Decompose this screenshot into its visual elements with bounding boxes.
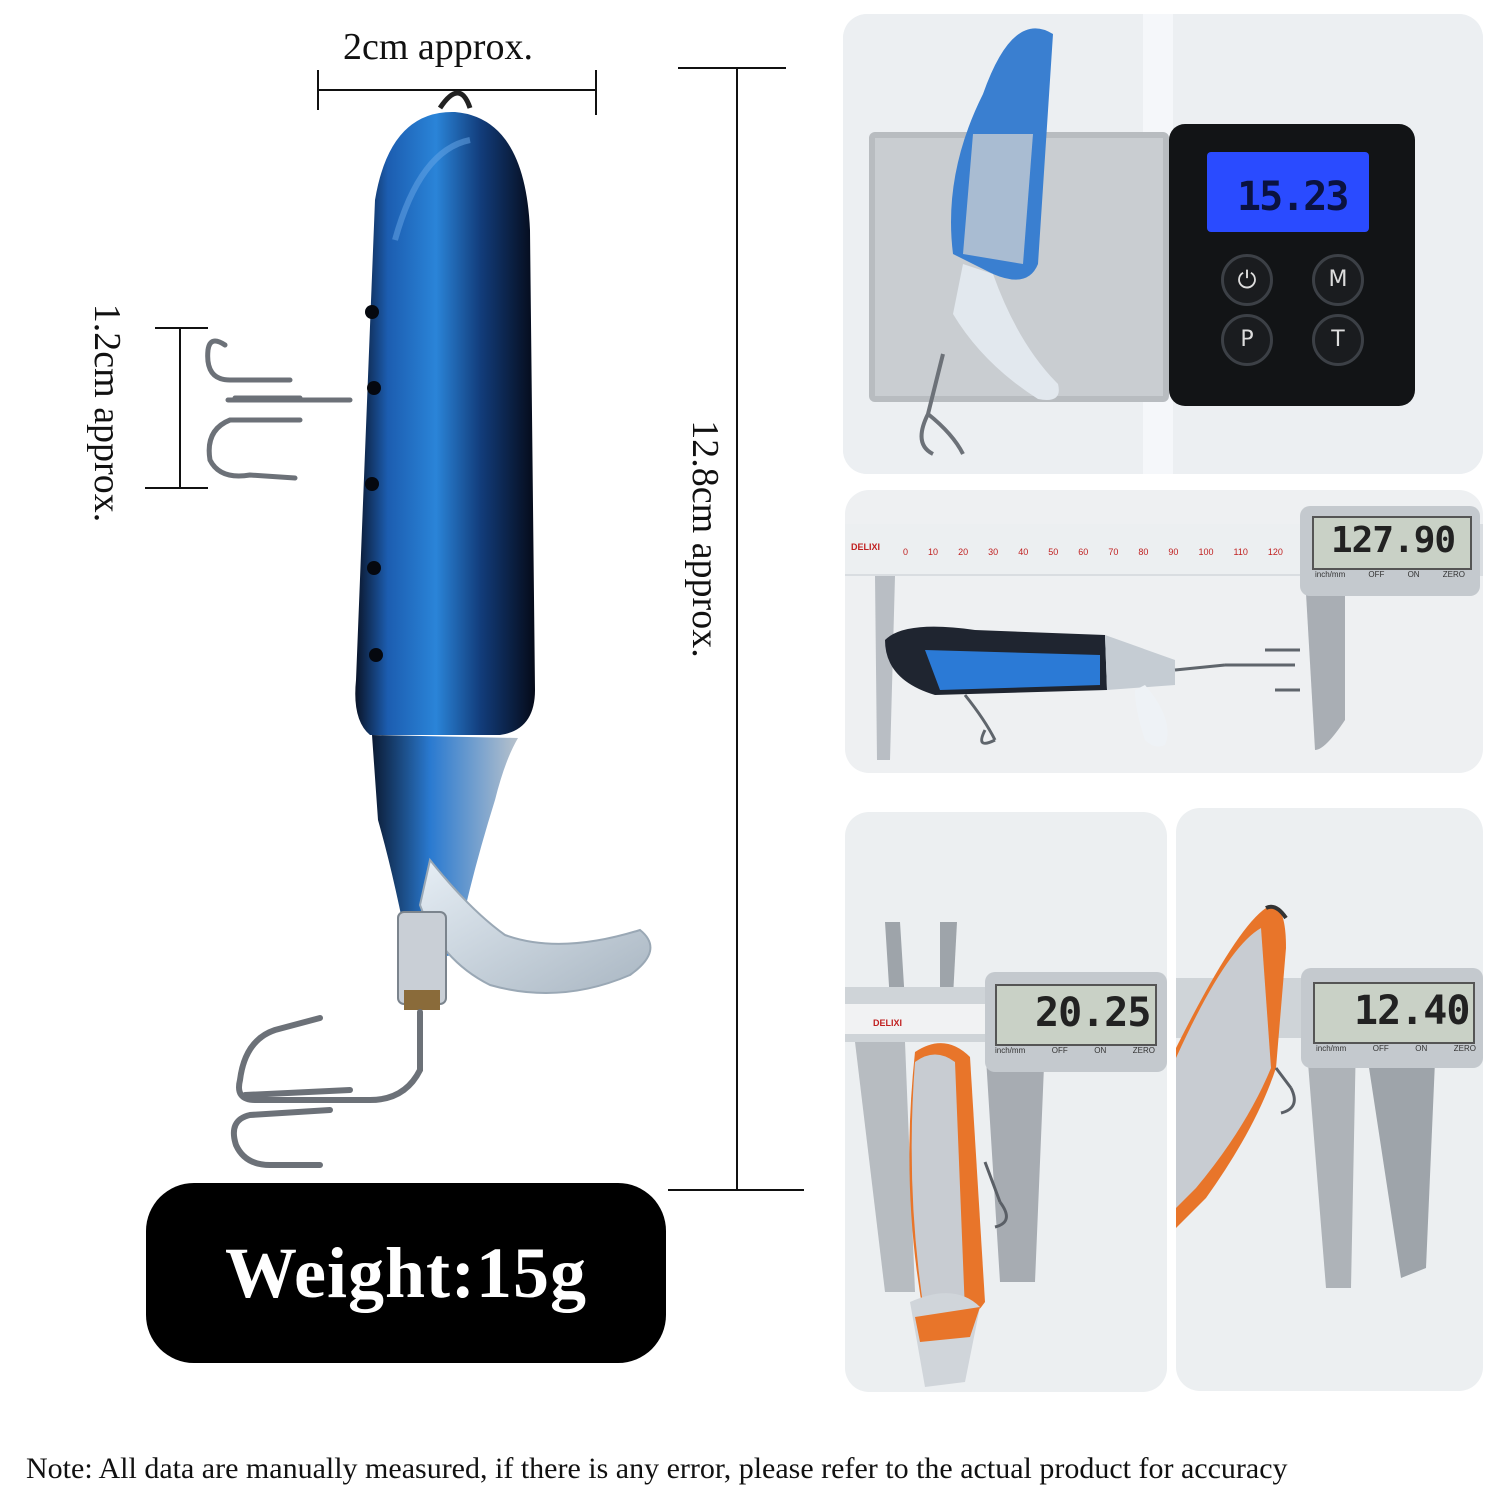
caliper-height-panel: 12.40 inch/mm OFF ON ZERO <box>1176 808 1483 1391</box>
ruler-tick: 110 <box>1233 547 1248 557</box>
ruler-tick: 70 <box>1108 547 1119 557</box>
caliper-button-label: ON <box>1415 1044 1428 1053</box>
caliper-button-label: OFF <box>1368 570 1385 579</box>
caliper-length-brand: DELIXI <box>851 542 881 552</box>
length-dimension-label: 12.8cm approx. <box>684 420 726 658</box>
scale-lure <box>919 28 1059 456</box>
ruler-tick: 80 <box>1138 547 1149 557</box>
ruler-tick: 50 <box>1048 547 1059 557</box>
caliper-length-lcd <box>1312 516 1472 570</box>
caliper-width-brand: DELIXI <box>873 1018 903 1028</box>
scale-power-button: ⏻ <box>1221 254 1273 306</box>
scale-reading: 15.23 <box>1237 174 1349 220</box>
caliper-button-label: inch/mm <box>995 1046 1026 1055</box>
caliper-height-buttons: inch/mm OFF ON ZERO <box>1316 1044 1476 1053</box>
caliper-width-reading: 20.25 <box>1035 990 1151 1036</box>
caliper-button-label: inch/mm <box>1315 570 1346 579</box>
rear-hook-icon <box>230 1009 423 1168</box>
scale-photo-panel: 15.23 ⏻ M P T <box>843 14 1483 474</box>
scale-photo <box>843 14 1483 474</box>
caliper-height-lcd <box>1313 982 1475 1044</box>
lure-body <box>355 111 535 735</box>
caliper-width-buttons: inch/mm OFF ON ZERO <box>995 1046 1155 1055</box>
caliper-button-label: OFF <box>1372 1044 1389 1053</box>
disclaimer-note: Note: All data are manually measured, if… <box>26 1452 1288 1485</box>
ruler-tick: 100 <box>1198 547 1214 557</box>
caliper-button-label: OFF <box>1051 1046 1068 1055</box>
caliper-button-label: ZERO <box>1442 570 1465 579</box>
ruler-tick: 120 <box>1267 547 1283 557</box>
caliper-height-reading: 12.40 <box>1354 988 1470 1034</box>
hook-dimension-line <box>145 327 208 489</box>
caliper-length-panel: DELIXI 0 10 20 30 40 50 60 70 80 90 100 … <box>845 490 1483 773</box>
caliper-length-ruler: 0 10 20 30 40 50 60 70 80 90 100 110 120 <box>903 547 1283 557</box>
caliper-button-label: inch/mm <box>1316 1044 1347 1053</box>
length-dimension-line <box>668 67 804 1191</box>
width-dimension-label: 2cm approx. <box>343 26 533 68</box>
weight-label: Weight:15g <box>225 1232 587 1313</box>
ruler-tick: 90 <box>1168 547 1179 557</box>
lure-spots <box>365 305 383 662</box>
caliper-width-photo <box>845 922 1167 1387</box>
main-lure-illustration <box>145 67 804 1191</box>
caliper-height-photo <box>1176 904 1483 1288</box>
scale-button-t: T <box>1312 314 1364 366</box>
caliper-button-label: ZERO <box>1132 1046 1155 1055</box>
caliper-length-reading: 127.90 <box>1331 520 1456 561</box>
ruler-tick: 20 <box>958 547 969 557</box>
lure-tail-section <box>372 735 518 960</box>
front-hook-icon <box>205 338 353 481</box>
ruler-tick: 60 <box>1078 547 1089 557</box>
ruler-tick: 10 <box>928 547 939 557</box>
scale-button-m: M <box>1312 254 1364 306</box>
ruler-tick: 0 <box>903 547 909 557</box>
caliper-button-label: ON <box>1407 570 1420 579</box>
scale-button-p: P <box>1221 314 1273 366</box>
ruler-tick: 40 <box>1018 547 1029 557</box>
power-icon: ⏻ <box>1237 266 1257 294</box>
caliper-width-lcd <box>995 984 1157 1046</box>
caliper-button-label: ZERO <box>1453 1044 1476 1053</box>
scale-lcd <box>1207 152 1369 232</box>
weight-badge: Weight:15g <box>146 1183 666 1363</box>
ruler-tick: 30 <box>988 547 999 557</box>
lure-propeller <box>418 857 652 994</box>
caliper-length-buttons: inch/mm OFF ON ZERO <box>1315 570 1465 579</box>
width-dimension-line <box>317 70 597 115</box>
hook-dimension-label: 1.2cm approx. <box>86 303 128 523</box>
caliper-button-label: ON <box>1094 1046 1107 1055</box>
caliper-width-panel: DELIXI 20.25 inch/mm OFF ON ZERO <box>845 812 1167 1392</box>
